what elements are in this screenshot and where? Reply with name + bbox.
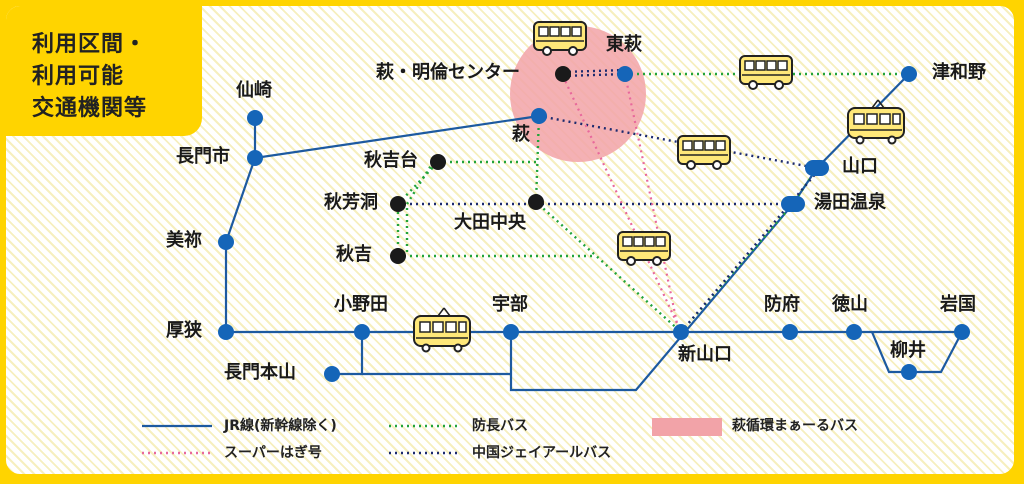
- legend-super-hagi-label: スーパーはぎ号: [224, 445, 322, 461]
- super-hagi-lines: [562, 73, 682, 333]
- station-asa: 厚狭: [166, 320, 202, 341]
- jr-stations: [218, 66, 970, 382]
- header-line-1: 利用区間・: [32, 32, 148, 57]
- station-hagi-meirin: 萩・明倫センター: [376, 62, 520, 83]
- station-hagi: 萩: [512, 124, 530, 145]
- bus-stops: [390, 66, 571, 264]
- jr-lines: [224, 73, 963, 392]
- header-line-3: 交通機関等: [32, 96, 148, 121]
- legend-bocho-label: 防長バス: [472, 418, 528, 434]
- route-map: 利用区間・ 利用可能 交通機関等: [2, 2, 1018, 478]
- bus-icon: [617, 231, 671, 266]
- map-graphics: [142, 21, 970, 455]
- station-ota-chuo: 大田中央: [454, 212, 526, 233]
- station-tsuwano: 津和野: [932, 62, 986, 83]
- station-ube: 宇部: [492, 294, 528, 315]
- station-iwakuni: 岩国: [940, 294, 976, 315]
- legend-chugoku-label: 中国ジェイアールバス: [472, 445, 612, 461]
- station-yamaguchi: 山口: [842, 156, 878, 177]
- station-nagatoshi: 長門市: [176, 146, 230, 167]
- bus-icon: [739, 55, 793, 90]
- legend-hagi-maaru-label: 萩循環まぁーるバス: [732, 418, 858, 434]
- station-shin-yamaguchi: 新山口: [678, 344, 732, 365]
- station-yuda-onsen: 湯田温泉: [814, 192, 886, 213]
- station-shuhodo: 秋芳洞: [324, 192, 378, 213]
- station-onoda: 小野田: [334, 294, 388, 315]
- station-higashi-hagi: 東萩: [606, 34, 642, 55]
- station-mine: 美祢: [166, 230, 202, 251]
- station-hofu: 防府: [764, 294, 800, 315]
- bus-icon: [533, 21, 587, 56]
- bus-icon: [677, 135, 731, 170]
- legend-hagi-maaru-swatch: [652, 418, 722, 436]
- header-tab: 利用区間・ 利用可能 交通機関等: [6, 6, 202, 136]
- header-line-2: 利用可能: [32, 64, 125, 89]
- station-nagato-motoyama: 長門本山: [224, 362, 296, 383]
- hagi-maaru-bus-area: [510, 26, 646, 162]
- station-akiyoshidai: 秋吉台: [364, 150, 418, 171]
- station-yanai: 柳井: [890, 340, 926, 361]
- station-tokuyama: 徳山: [832, 294, 868, 315]
- legend-jr-label: JR線(新幹線除く): [224, 418, 337, 434]
- train-icon: [413, 307, 471, 353]
- station-akiyoshi: 秋吉: [336, 244, 372, 265]
- station-senzaki: 仙崎: [236, 80, 272, 101]
